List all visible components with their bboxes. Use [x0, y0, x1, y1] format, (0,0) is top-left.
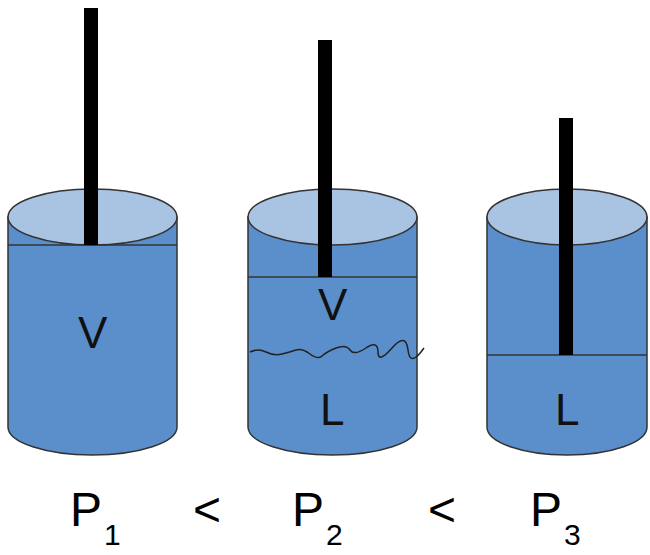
cylinder-1 — [8, 8, 177, 455]
phase-label: L — [555, 388, 579, 432]
subscript: 1 — [104, 520, 121, 550]
pressure-label: P — [70, 486, 102, 534]
pressure-label: P — [292, 486, 324, 534]
phase-label: V — [78, 311, 107, 355]
pressure-label: < — [428, 486, 456, 534]
phase-label: L — [320, 388, 344, 432]
cylinder-contents: VL — [248, 245, 417, 455]
cylinder-contents: L — [487, 245, 647, 455]
cylinder-contents: V — [8, 245, 177, 455]
cylinder-3 — [487, 118, 647, 455]
subscript: 3 — [564, 520, 581, 550]
pressure-label: P — [530, 486, 562, 534]
subscript: 2 — [326, 520, 343, 550]
pressure-label: < — [193, 486, 221, 534]
cylinder-2 — [248, 40, 424, 455]
phase-label: V — [318, 283, 347, 327]
